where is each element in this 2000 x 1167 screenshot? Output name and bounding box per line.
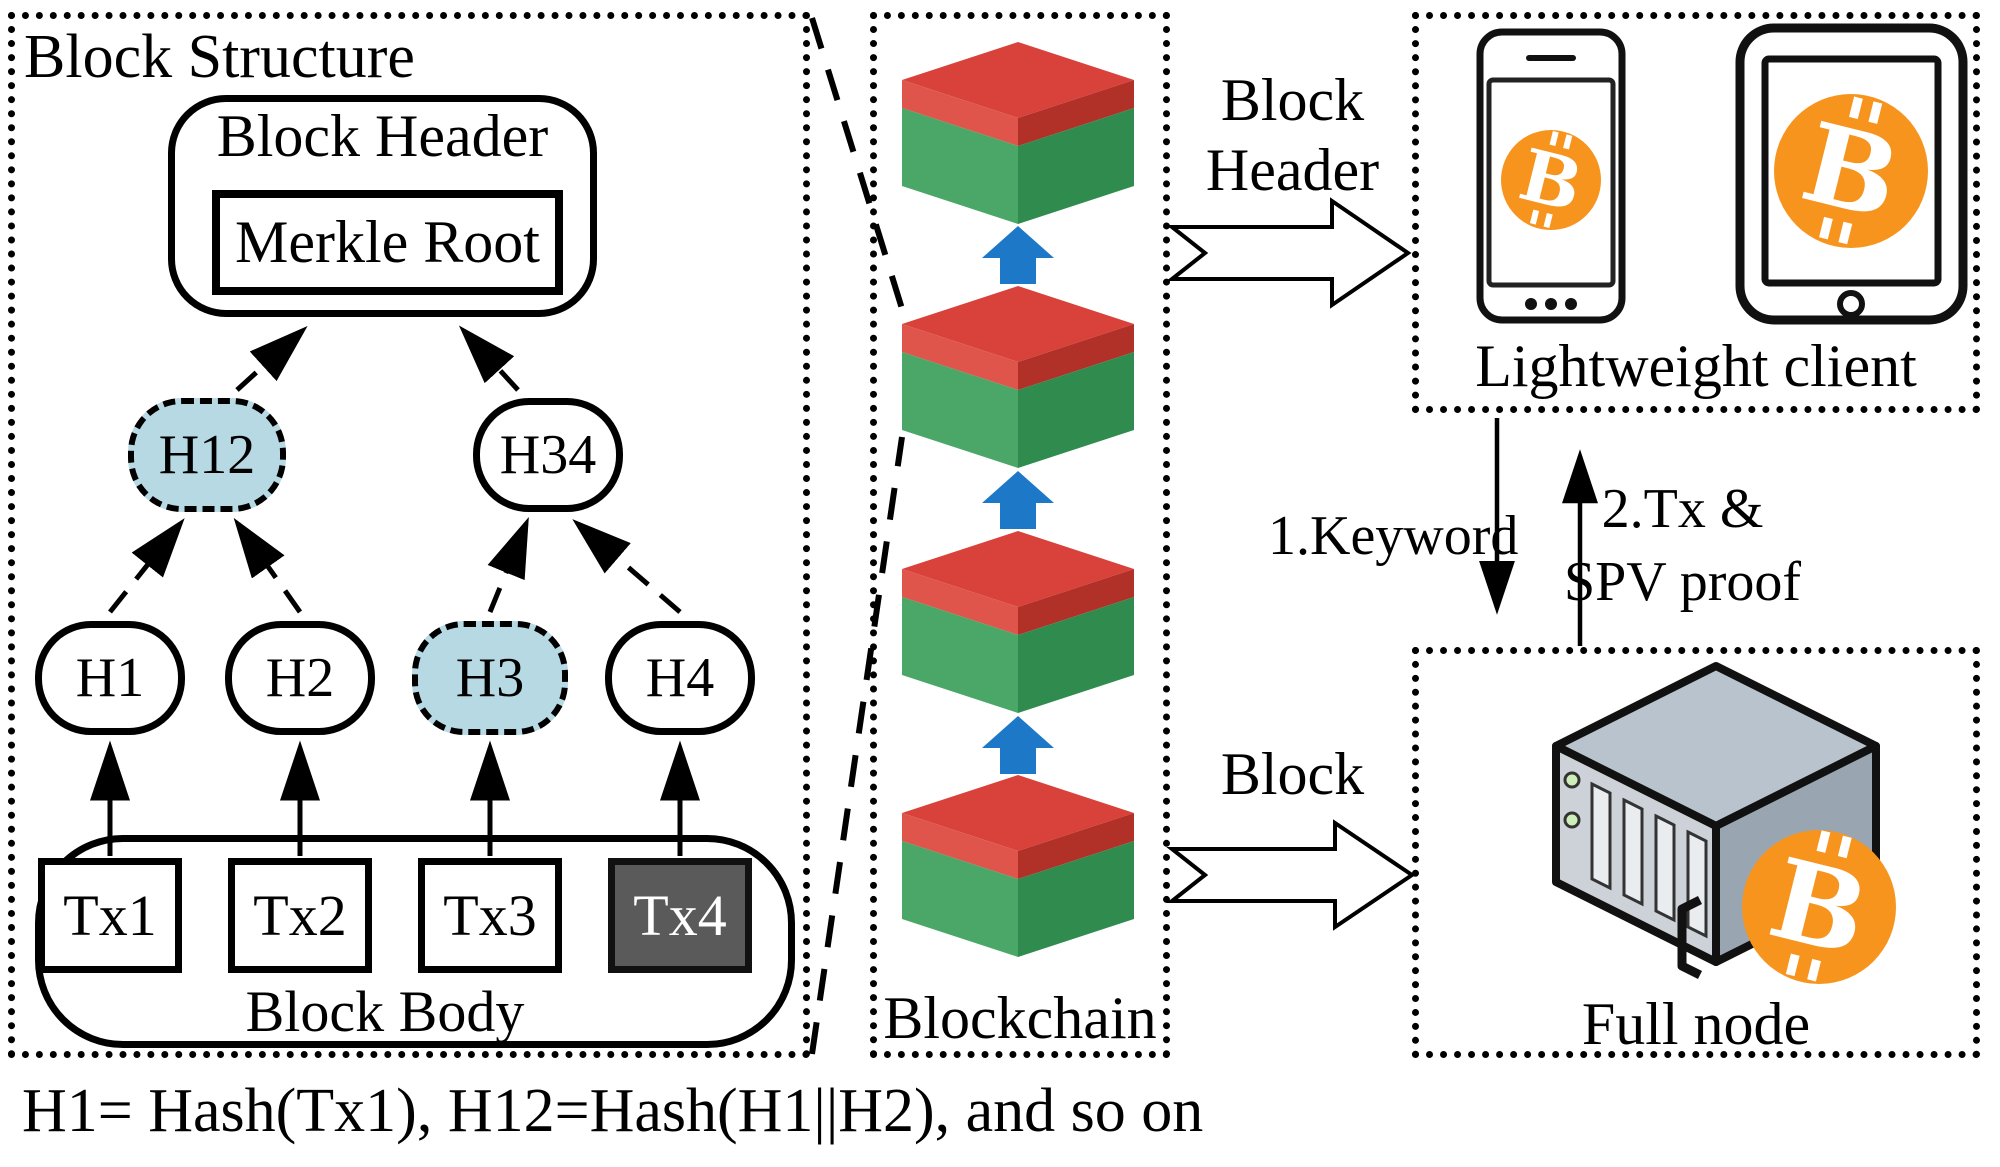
tx-spv-flow-label-line2: SPV proof <box>1563 551 1801 613</box>
tx3-label: Tx3 <box>443 883 537 948</box>
node-h1-label: H1 <box>75 647 145 709</box>
tx2-box: Tx2 <box>228 858 372 973</box>
node-h34-label: H34 <box>499 424 597 486</box>
keyword-flow-label: 1.Keyword <box>1268 505 1519 567</box>
block-header-flow-label-line1: Block <box>1220 67 1365 133</box>
merkle-node-h1: H1 <box>35 621 185 735</box>
node-h4-label: H4 <box>645 647 715 709</box>
bitcoin-icon: B <box>1774 94 1928 248</box>
block-flow-label: Block <box>1220 741 1365 807</box>
node-h12-label: H12 <box>158 424 256 486</box>
block-structure-title: Block Structure <box>24 23 415 91</box>
smartphone-icon: B <box>1476 28 1626 324</box>
tablet-icon: B <box>1735 23 1968 325</box>
bitcoin-icon: B <box>1501 130 1601 230</box>
block-body-label: Block Body <box>245 979 525 1044</box>
merkle-node-h12: H12 <box>128 398 286 512</box>
merkle-node-h2: H2 <box>225 621 375 735</box>
full-node-label: Full node <box>1581 991 1811 1057</box>
merkle-root-label: Merkle Root <box>235 209 540 275</box>
merkle-node-h34: H34 <box>473 398 623 512</box>
merkle-node-h3: H3 <box>412 621 568 735</box>
figure-caption: H1= Hash(Tx1), H12=Hash(H1||H2), and so … <box>22 1077 1204 1145</box>
block-flow-arrow <box>1166 819 1416 931</box>
block-header-label: Block Header <box>216 103 549 169</box>
server-icon <box>1548 660 1883 980</box>
block-structure-box <box>8 12 810 1058</box>
node-h3-label: H3 <box>455 647 525 709</box>
lightweight-client-box <box>1412 12 1980 413</box>
tx2-label: Tx2 <box>253 883 347 948</box>
lightweight-client-label: Lightweight client <box>1475 333 1917 399</box>
merkle-root-shape: Merkle Root <box>212 190 563 295</box>
blockchain-label: Blockchain <box>883 985 1157 1051</box>
tx-spv-flow-label-line1: 2.Tx & <box>1601 478 1764 540</box>
tx1-box: Tx1 <box>38 858 182 973</box>
block-header-flow-arrow <box>1166 197 1412 309</box>
merkle-node-h4: H4 <box>605 621 755 735</box>
tx4-label: Tx4 <box>633 883 727 948</box>
bitcoin-icon: B <box>1740 828 1898 986</box>
node-h2-label: H2 <box>265 647 335 709</box>
tx4-box: Tx4 <box>608 858 752 973</box>
block-header-shape <box>168 95 597 317</box>
block-header-flow-label-line2: Header <box>1205 137 1380 203</box>
blockchain-box <box>870 12 1170 1058</box>
tx1-label: Tx1 <box>63 883 157 948</box>
tx3-box: Tx3 <box>418 858 562 973</box>
